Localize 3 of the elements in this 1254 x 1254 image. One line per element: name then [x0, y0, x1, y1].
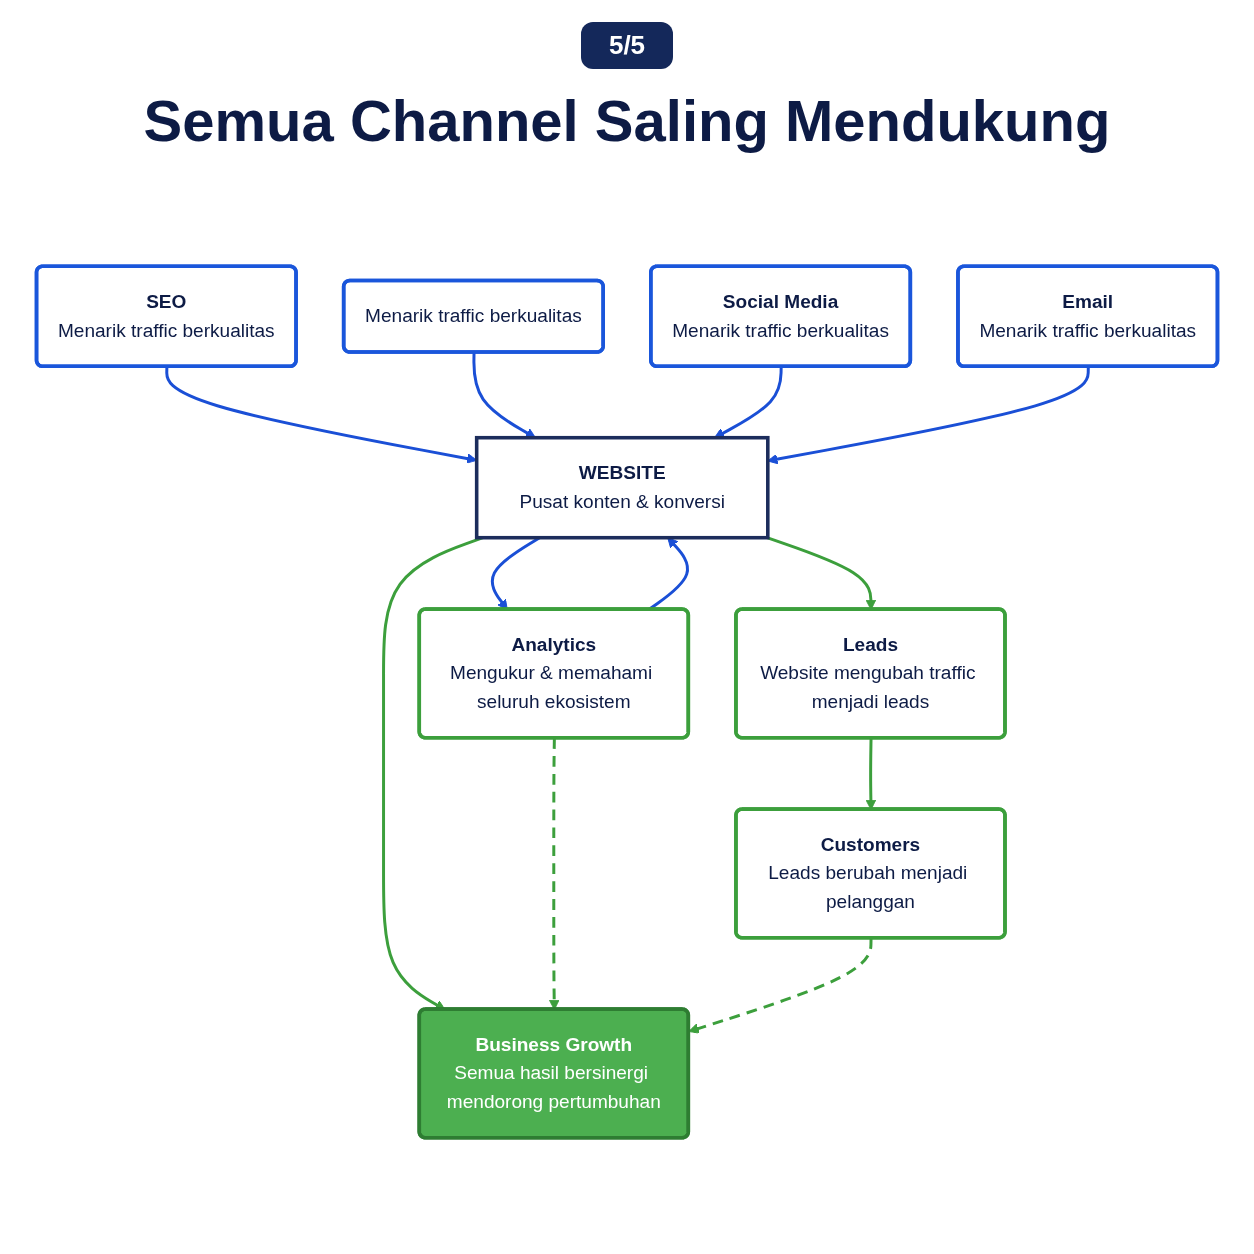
node-box: WEBSITE Pusat konten & konversi	[474, 435, 770, 540]
page-indicator: 5/5	[580, 22, 674, 69]
title: Semua Channel Saling Mendukung	[143, 87, 1111, 154]
